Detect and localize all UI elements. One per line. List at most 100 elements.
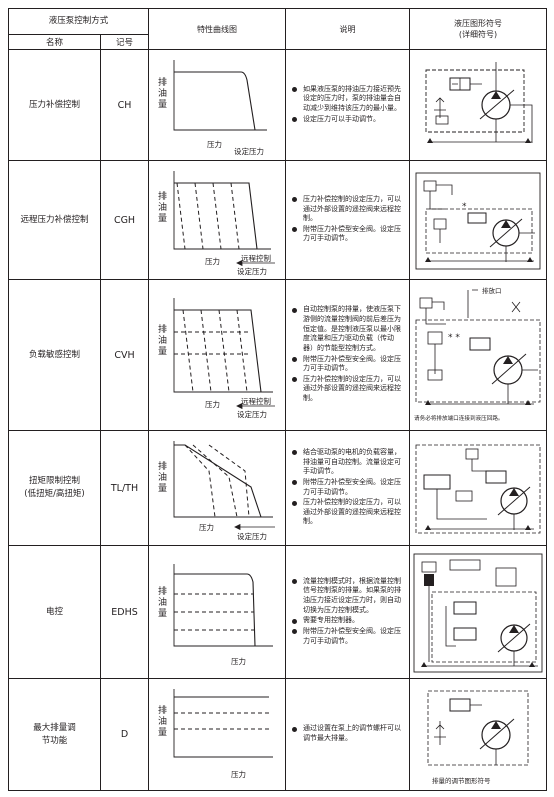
characteristic-curve: 排 油 量 压力 <box>148 545 287 679</box>
control-code: CH <box>99 49 150 161</box>
note-item: 附带压力补偿型安全阀。设定压力可手动调节。 <box>291 627 403 646</box>
control-code: CGH <box>99 160 150 280</box>
hydraulic-symbol: 排量的调节图形符号 <box>409 678 548 791</box>
curve-chart: 排 油 量 压力 远程控制 设定压力 <box>158 298 276 419</box>
explanation: 通过设置在泵上的调节螺杆可以调节最大排量。 <box>285 678 411 791</box>
set-pressure-label: 设定压力 <box>237 531 267 541</box>
y-axis-char: 排 <box>158 76 167 88</box>
curve-line <box>174 71 256 131</box>
note-item: 如果液压泵的排油压力接近预先设定的压力时，泵的排油量会自动减少到维持该压力的最小… <box>291 85 403 114</box>
y-axis-char: 排 <box>158 323 167 335</box>
control-name: 远程压力补偿控制 <box>8 160 101 280</box>
curve-chart: 排 油 量 压力 设定压力 <box>158 60 268 156</box>
symbol-note: 请务必将排放端口连接到液压回路。 <box>414 414 504 422</box>
header-control-method: 液压泵控制方式 <box>7 8 150 35</box>
symbol-diagram: 排放口 * * 请务必将排放端口连接到液压回路。 <box>414 286 541 422</box>
svg-text:* *: * * <box>448 333 460 343</box>
curve-line <box>174 573 256 647</box>
y-axis-char: 量 <box>158 727 167 738</box>
remote-control-label: 远程控制 <box>241 253 271 263</box>
note-item: 压力补偿控制的设定压力，可以通过外部设置的遥控阀来远程控制。 <box>291 498 403 527</box>
control-name: 扭矩限制控制 (低扭矩/高扭矩) <box>8 430 101 546</box>
curve-chart: 排 油 量 压力 <box>158 689 274 779</box>
x-axis-label: 压力 <box>205 399 220 409</box>
y-axis-char: 量 <box>158 213 167 224</box>
note-item: 通过设置在泵上的调节螺杆可以调节最大排量。 <box>291 724 403 743</box>
x-axis-label: 压力 <box>231 769 246 779</box>
curve-line <box>174 182 258 250</box>
characteristic-curve: 排 油 量 压力 设定压力 <box>148 430 287 546</box>
note-item: 自动控制泵的排量，使液压泵下游侧的流量控制阀的前后差压为恒定值。是控制液压泵以最… <box>291 305 403 353</box>
table-row: 远程压力补偿控制 CGH 排 油 量 压力 远程控制 设定压力 <box>8 160 548 280</box>
set-pressure-label: 设定压力 <box>234 146 264 156</box>
symbol-note: 排量的调节图形符号 <box>432 776 491 785</box>
x-axis-label: 压力 <box>207 139 222 149</box>
remote-control-label: 远程控制 <box>241 396 271 406</box>
symbol-diagram <box>415 444 541 534</box>
header-name: 名称 <box>8 34 101 50</box>
y-axis-char: 油 <box>158 715 167 727</box>
table-row: 最大排量调 节功能 D 排 油 量 压力 通过设置在泵上的调节螺杆可以调节最大排… <box>8 678 548 791</box>
hydraulic-symbol: 排放口 * * 请务必将排放端口连接到液压回路。 <box>409 279 548 431</box>
header-symbol-subtitle: (详细符号) <box>458 30 498 39</box>
explanation: 自动控制泵的排量，使液压泵下游侧的流量控制阀的前后差压为恒定值。是控制液压泵以最… <box>285 279 411 431</box>
curve-chart: 排 油 量 压力 设定压力 <box>158 441 276 541</box>
note-item: 压力补偿控制的设定压力，可以通过外部设置的遥控阀来远程控制。 <box>291 195 403 224</box>
header-explanation: 说明 <box>285 8 411 50</box>
y-axis-char: 油 <box>158 471 167 483</box>
y-axis-char: 量 <box>158 483 167 494</box>
x-axis-label: 压力 <box>199 522 214 532</box>
explanation: 压力补偿控制的设定压力，可以通过外部设置的遥控阀来远程控制。 附带压力补偿型安全… <box>285 160 411 280</box>
control-name: 压力补偿控制 <box>8 49 101 161</box>
y-axis-char: 油 <box>158 596 167 608</box>
control-code: CVH <box>99 279 150 431</box>
table-row: 负载敏感控制 CVH 排 油 量 压力 远程控制 设定压力 <box>8 279 548 431</box>
control-name: 最大排量调 节功能 <box>8 678 101 791</box>
y-axis-char: 量 <box>158 99 167 110</box>
characteristic-curve: 排 油 量 压力 设定压力 <box>148 49 287 161</box>
y-axis-char: 排 <box>158 190 167 202</box>
pump-control-table: 液压泵控制方式 特性曲线图 说明 液压图形符号 (详细符号) 名称 记号 压力补… <box>7 8 548 791</box>
hydraulic-symbol: * <box>409 160 548 280</box>
y-axis-char: 排 <box>158 585 167 597</box>
control-code: TL/TH <box>99 430 150 546</box>
control-code: D <box>99 678 150 791</box>
curve-chart: 排 油 量 压力 远程控制 设定压力 <box>158 171 276 276</box>
characteristic-curve: 排 油 量 压力 远程控制 设定压力 <box>148 279 287 431</box>
header-curve: 特性曲线图 <box>148 8 287 50</box>
control-name: 电控 <box>8 545 101 679</box>
curve-line <box>174 309 262 393</box>
hydraulic-symbol <box>409 430 548 546</box>
symbol-diagram: 排量的调节图形符号 <box>427 690 529 785</box>
y-axis-char: 排 <box>158 704 167 716</box>
note-item: 压力补偿控制的设定压力，可以通过外部设置的遥控阀来远程控制。 <box>291 375 403 404</box>
x-axis-label: 压力 <box>231 656 246 666</box>
svg-text:*: * <box>462 202 467 212</box>
control-code: EDHS <box>99 545 150 679</box>
table-row: 压力补偿控制 CH 排 油 量 压力 设定压力 如果液压泵的排油压力接近预先设定… <box>8 49 548 161</box>
explanation: 结合驱动泵的电机的负载容量，排油量可自动控制。流量设定可手动调节。 附带压力补偿… <box>285 430 411 546</box>
hydraulic-symbol <box>409 49 548 161</box>
note-item: 附带压力补偿型安全阀。设定压力可手动调节。 <box>291 478 403 497</box>
explanation: 流量控制模式时，根据流量控制信号控制泵的排量。如果泵的排油压力接近设定压力时，则… <box>285 545 411 679</box>
y-axis-char: 量 <box>158 608 167 619</box>
y-axis-char: 油 <box>158 201 167 213</box>
hydraulic-symbol <box>409 545 548 679</box>
header-symbol-title: 液压图形符号 <box>454 19 503 28</box>
note-item: 流量控制模式时，根据流量控制信号控制泵的排量。如果泵的排油压力接近设定压力时，则… <box>291 577 403 616</box>
note-item: 附带压力补偿型安全阀。设定压力可手动调节。 <box>291 225 403 244</box>
set-pressure-label: 设定压力 <box>237 409 267 419</box>
note-item: 需要专用控制器。 <box>291 616 403 626</box>
header-code: 记号 <box>99 34 150 50</box>
curve-line <box>174 444 262 518</box>
y-axis-char: 油 <box>158 334 167 346</box>
chart-axes <box>173 60 268 131</box>
set-pressure-label: 设定压力 <box>237 266 267 276</box>
x-axis-label: 压力 <box>205 256 220 266</box>
explanation: 如果液压泵的排油压力接近预先设定的压力时，泵的排油量会自动减少到维持该压力的最小… <box>285 49 411 161</box>
symbol-diagram: * <box>415 172 541 270</box>
table-row: 电控 EDHS 排 油 量 压力 流量控制模式时，根据流量控制信号控制泵的排量。… <box>8 545 548 679</box>
note-item: 结合驱动泵的电机的负载容量，排油量可自动控制。流量设定可手动调节。 <box>291 448 403 477</box>
characteristic-curve: 排 油 量 压力 远程控制 设定压力 <box>148 160 287 280</box>
curve-chart: 排 油 量 压力 <box>158 564 274 666</box>
